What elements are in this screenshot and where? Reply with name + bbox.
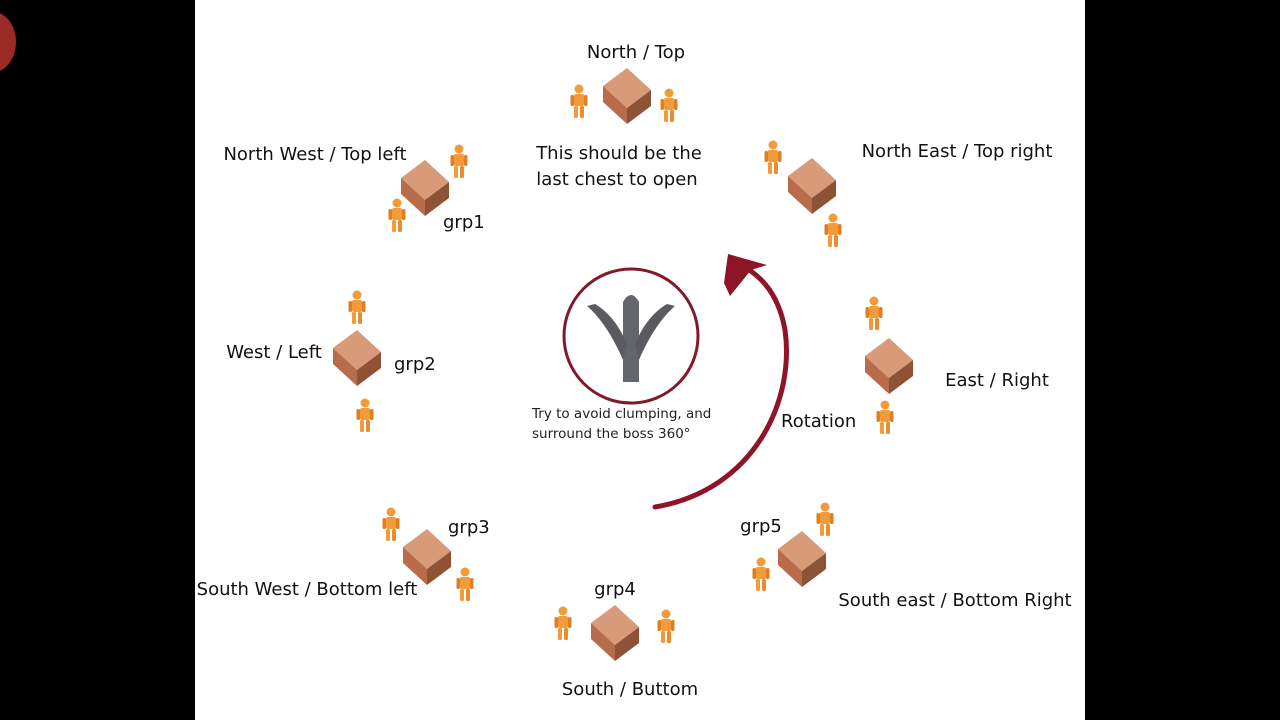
player-figure-icon <box>356 398 374 432</box>
player-figure-icon <box>657 609 675 643</box>
player-figure-icon <box>876 400 894 434</box>
chest-icon <box>788 158 836 214</box>
player-figure-icon <box>816 502 834 536</box>
player-figure-icon <box>660 88 678 122</box>
group-label-grp5: grp5 <box>740 516 782 537</box>
player-figure-icon <box>348 290 366 324</box>
chest-icon <box>333 330 381 386</box>
player-figure-icon <box>450 144 468 178</box>
last-chest-note-line1: This should be the <box>535 143 702 164</box>
boss-icon <box>562 267 700 405</box>
rotation-label: Rotation <box>781 411 856 432</box>
slide: North / Top This should be the last ches… <box>195 0 1085 720</box>
player-figure-icon <box>382 507 400 541</box>
chest-icon <box>591 605 639 661</box>
group-label-grp3: grp3 <box>448 517 490 538</box>
player-figure-icon <box>865 296 883 330</box>
rotation-arrow-icon <box>652 259 789 510</box>
positioning-diagram: North / Top This should be the last ches… <box>197 42 1072 700</box>
chest-icon <box>401 160 449 216</box>
player-figure-icon <box>554 606 572 640</box>
last-chest-note-line2: last chest to open <box>536 169 697 190</box>
player-figure-icon <box>388 198 406 232</box>
group-label-grp1: grp1 <box>443 212 485 233</box>
player-figure-icon <box>570 84 588 118</box>
label-east: East / Right <box>945 370 1049 391</box>
label-west: West / Left <box>226 342 322 363</box>
rotation-arrowhead-icon <box>724 254 767 296</box>
player-figure-icon <box>456 567 474 601</box>
chest-icon <box>403 529 451 585</box>
player-figure-icon <box>752 557 770 591</box>
group-label-grp4: grp4 <box>594 579 636 600</box>
chest-icon <box>778 531 826 587</box>
chest-icon <box>603 68 651 124</box>
label-north-east: North East / Top right <box>862 141 1053 162</box>
avoid-clumping-note-line2: surround the boss 360° <box>532 426 691 442</box>
chest-icon <box>865 338 913 394</box>
player-figure-icon <box>764 140 782 174</box>
player-figure-icon <box>824 213 842 247</box>
label-south-west: South West / Bottom left <box>197 579 418 600</box>
label-north: North / Top <box>587 42 685 63</box>
record-indicator <box>0 12 16 72</box>
group-label-grp2: grp2 <box>394 354 436 375</box>
label-north-west: North West / Top left <box>223 144 406 165</box>
label-south-east: South east / Bottom Right <box>838 590 1071 611</box>
label-south: South / Buttom <box>562 679 698 700</box>
avoid-clumping-note-line1: Try to avoid clumping, and <box>531 406 711 422</box>
